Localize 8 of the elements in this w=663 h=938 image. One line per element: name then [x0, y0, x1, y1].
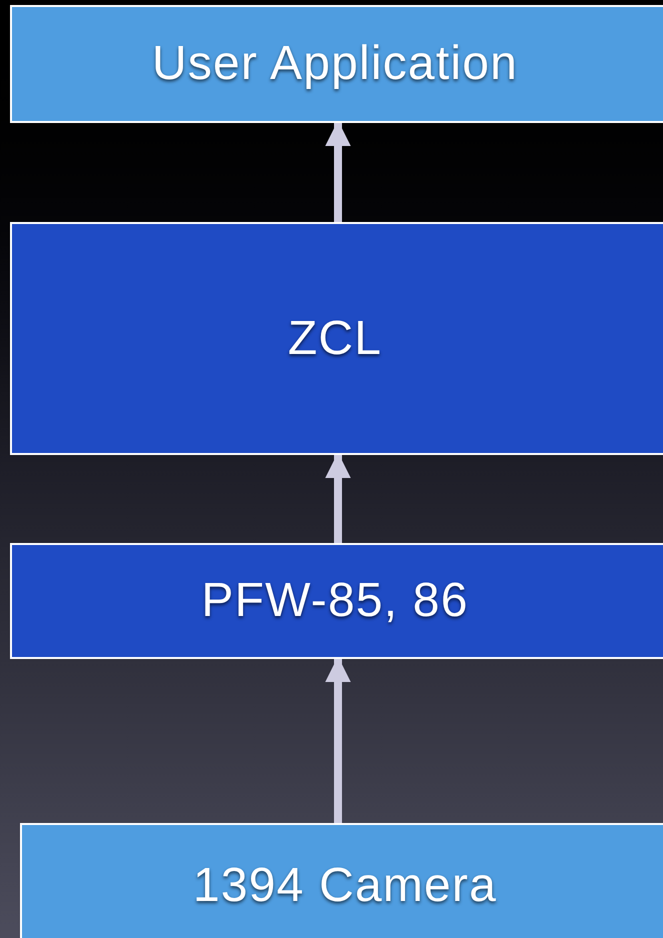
layer-label: ZCL — [288, 310, 382, 366]
layer-box — [20, 823, 663, 938]
layer-box — [10, 5, 663, 123]
layer-label: User Application — [152, 36, 518, 92]
layer-box — [10, 543, 663, 659]
layer-label: 1394 Camera — [192, 858, 498, 914]
layer-label: PFW-85, 86 — [201, 573, 469, 629]
layer-box — [10, 222, 663, 455]
